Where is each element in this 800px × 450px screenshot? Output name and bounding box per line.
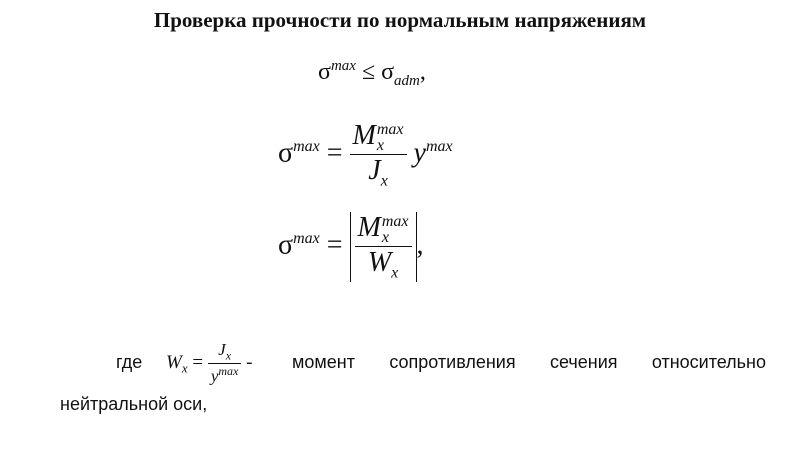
leq-sign: ≤ [361,59,376,85]
moment-symbol: M [357,212,381,243]
sigma-symbol: σ [381,59,395,85]
sigma-symbol: σ [278,137,294,169]
strength-condition-formula: σmax ≤ σadm, [318,58,426,90]
inertia-symbol: J [368,154,381,186]
modulus-definition-formula: Wx = Jx ymax - [166,340,253,387]
sigma-symbol: σ [278,229,294,261]
subscript-adm: adm [394,72,420,89]
definition-continuation: нейтральной оси, [60,394,208,414]
comma: , [419,59,426,85]
equals-sign: = [326,137,343,169]
sigma-symbol: σ [318,59,331,85]
comma: , [416,229,424,261]
equals-sign: = [326,229,343,261]
modulus-fraction: Jx ymax [207,340,242,387]
moment-symbol: M [352,120,376,151]
superscript-max: max [293,230,320,248]
definition-text: момент сопротивления сечения относительн… [292,352,766,372]
y-symbol: y [413,137,426,169]
page-title: Проверка прочности по нормальным напряже… [153,8,647,32]
superscript-max: max [293,138,320,156]
modulus-symbol: W [367,246,392,278]
superscript-max: max [330,58,356,74]
where-word: где [116,352,143,372]
